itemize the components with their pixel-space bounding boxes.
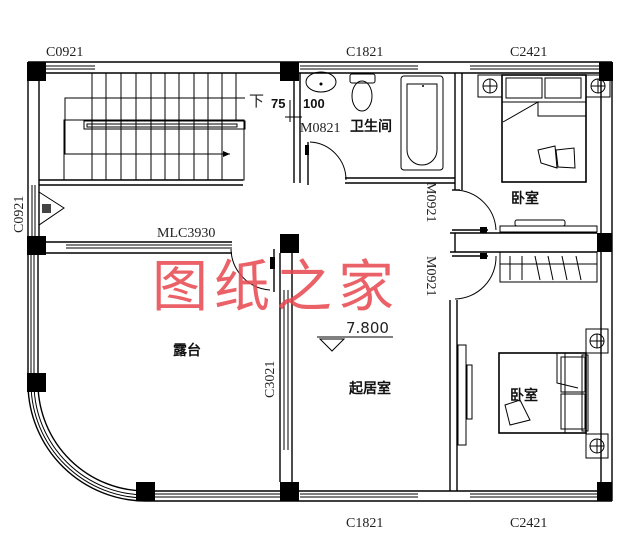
room-label-living: 起居室	[348, 380, 391, 397]
room-label-bedroom-south: 卧室	[510, 387, 538, 404]
window-label-top-middle: C1821	[346, 45, 383, 60]
terrace-door	[230, 248, 275, 292]
south-bedroom-furniture	[457, 328, 609, 459]
room-label-terrace: 露台	[173, 342, 201, 359]
window-label-bottom-right: C2421	[510, 516, 547, 531]
elevation-value: 7.800	[346, 319, 389, 337]
watermark: 图纸之家	[152, 255, 400, 320]
dimension-100: 100	[303, 96, 325, 111]
window-label-top-left: C0921	[46, 45, 83, 60]
door-label-bathroom: M0821	[300, 121, 340, 136]
flue-icon	[38, 191, 65, 226]
room-labels: 卫生间 卧室 卧室 露台 起居室	[173, 118, 539, 404]
door-label-terrace: MLC3930	[157, 226, 215, 241]
bathroom-fixtures: 75 100	[271, 71, 444, 185]
bathtub-icon	[400, 75, 444, 171]
elevation-marker: 7.800	[317, 319, 393, 352]
dimension-75: 75	[271, 96, 285, 111]
room-label-bedroom-north: 卧室	[511, 190, 539, 207]
north-bedroom-furniture	[477, 74, 611, 183]
room-label-bathroom: 卫生间	[350, 118, 392, 135]
north-bedroom-door	[452, 189, 497, 233]
south-bedroom-door	[452, 253, 497, 300]
stair-direction-label: 下	[249, 92, 264, 110]
bed-icon	[501, 74, 587, 183]
sink-icon	[305, 71, 337, 93]
toilet-bowl-icon	[351, 80, 373, 112]
staircase: 下	[63, 73, 264, 181]
structural-columns	[27, 62, 613, 501]
window-label-bottom-middle: C1821	[346, 516, 383, 531]
window-label-top-right: C2421	[510, 45, 547, 60]
door-label-bedroom-north: M0921	[423, 182, 438, 222]
window-label-living-west: C3021	[263, 361, 278, 398]
bed-icon	[498, 352, 587, 434]
wardrobe	[499, 219, 598, 283]
window-label-left: C0921	[12, 196, 27, 233]
toilet-tank-icon	[349, 73, 376, 84]
door-label-bedroom-south: M0921	[423, 256, 438, 296]
outer-walls	[27, 61, 613, 502]
opening-labels: C0921 C1821 C2421 C1821 C2421 C0921 C302…	[12, 45, 547, 531]
